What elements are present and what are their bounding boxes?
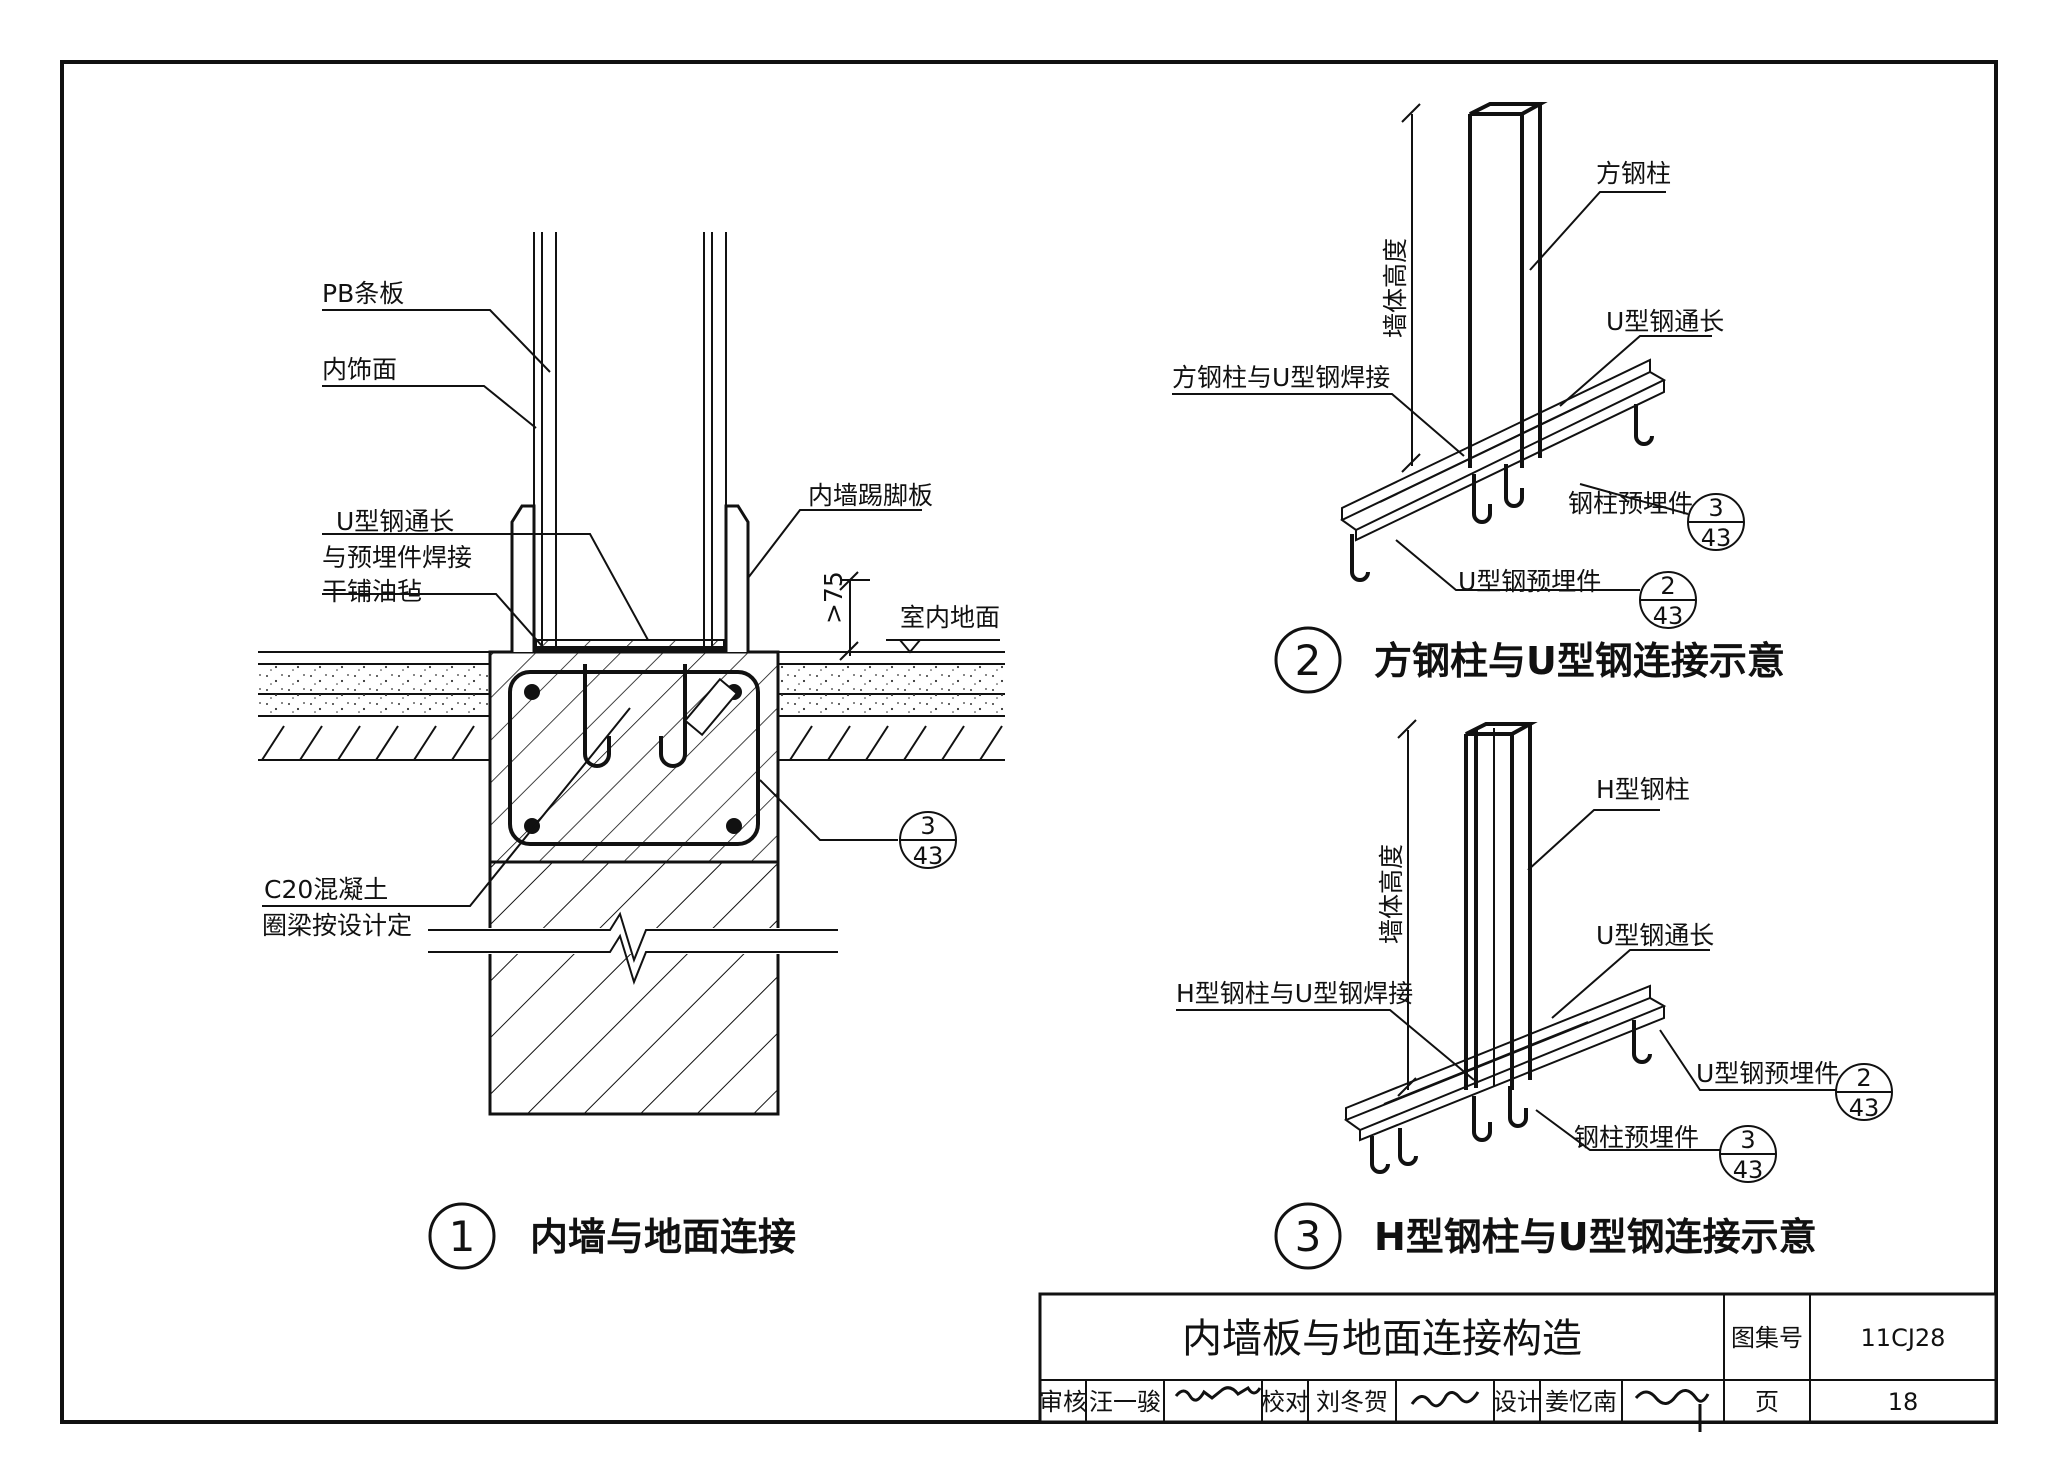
drawing-title: 内墙板与地面连接构造 (1182, 1316, 1582, 1362)
label-c20-concrete: C20混凝土 (264, 875, 388, 904)
svg-text:3: 3 (1740, 1126, 1755, 1154)
page-number: 18 (1888, 1388, 1919, 1416)
svg-text:3: 3 (920, 812, 935, 840)
embed-hook (1472, 1096, 1492, 1142)
rebar (726, 818, 742, 834)
svg-text:内墙与地面连接: 内墙与地面连接 (530, 1215, 796, 1259)
label-u-embed-2: U型钢预埋件 (1458, 567, 1601, 596)
label-weld-3: H型钢柱与U型钢焊接 (1176, 979, 1413, 1008)
label-wall-height-2: 墙体高度 (1381, 238, 1410, 338)
svg-text:1: 1 (449, 1212, 476, 1261)
atlas-label: 图集号 (1731, 1324, 1803, 1352)
svg-text:2: 2 (1856, 1064, 1871, 1092)
detail-1-title: 1 内墙与地面连接 (428, 1202, 796, 1270)
review-label: 审核 (1039, 1388, 1087, 1416)
detail-2-leaders (1172, 191, 1712, 591)
dimension-75: >75 (819, 571, 848, 624)
break-line (428, 911, 838, 986)
designer-signature (1634, 1389, 1710, 1432)
floor-slab (258, 651, 1005, 717)
label-weld-embed: 与预埋件焊接 (322, 543, 472, 572)
earth-hatch (258, 725, 1005, 761)
label-pb-panel: PB条板 (322, 279, 404, 308)
label-dry-felt: 干铺油毡 (322, 577, 422, 606)
ref-bubble-d2-u: 2 43 (1639, 571, 1697, 630)
detail-1-leaders (262, 309, 922, 907)
label-u-embed-3: U型钢预埋件 (1696, 1059, 1839, 1088)
label-column-embed-3: 钢柱预埋件 (1574, 1123, 1699, 1152)
embed-hook (583, 664, 611, 768)
label-wall-height-3: 墙体高度 (1377, 844, 1406, 944)
svg-text:43: 43 (1733, 1156, 1764, 1184)
label-u-steel-full-2: U型钢通长 (1606, 307, 1724, 336)
detail-2-title: 2 方钢柱与U型钢连接示意 (1274, 626, 1785, 694)
ref-bubble-d2-column: 3 43 (1687, 493, 1745, 552)
svg-text:43: 43 (1701, 524, 1732, 552)
rebar (524, 684, 540, 700)
atlas-number: 11CJ28 (1861, 1324, 1946, 1352)
label-inner-finish: 内饰面 (322, 355, 397, 384)
checker-signature (1410, 1391, 1480, 1408)
ref-bubble-d3-column: 3 43 (1719, 1125, 1777, 1184)
detail-3-leaders (1176, 809, 1866, 1151)
svg-text:2: 2 (1295, 636, 1322, 685)
label-u-steel: U型钢通长 (336, 507, 454, 536)
design-label: 设计 (1493, 1388, 1541, 1416)
masonry-wall (488, 860, 780, 1116)
label-weld-2: 方钢柱与U型钢焊接 (1172, 363, 1390, 392)
baseboard-left (510, 504, 536, 652)
svg-text:方钢柱与U型钢连接示意: 方钢柱与U型钢连接示意 (1374, 639, 1785, 683)
svg-text:H型钢柱与U型钢连接示意: H型钢柱与U型钢连接示意 (1374, 1215, 1817, 1259)
svg-text:43: 43 (1849, 1094, 1880, 1122)
square-steel-column (1468, 102, 1548, 468)
embed-hook (659, 664, 687, 768)
checker-name: 刘冬贺 (1316, 1388, 1388, 1416)
sheet-border (60, 60, 1998, 1424)
embed-hook (1632, 1020, 1652, 1064)
svg-text:43: 43 (913, 842, 944, 870)
label-ring-beam: 圈梁按设计定 (262, 911, 412, 940)
label-column-embed-2: 钢柱预埋件 (1568, 489, 1693, 518)
svg-text:43: 43 (1653, 602, 1684, 630)
detail-2-iso: 墙体高度 方钢柱 U型钢通长 方钢柱与U型钢焊接 钢柱预埋件 U型钢预埋件 3 … (1172, 102, 1785, 694)
svg-text:3: 3 (1708, 494, 1723, 522)
detail-3-iso: 墙体高度 H型钢柱 U型钢通长 H型钢柱与U型钢焊接 U型钢预埋件 钢柱预埋件 … (1176, 719, 1893, 1270)
reviewer-signature (1174, 1385, 1262, 1402)
rebar (524, 818, 540, 834)
page-label: 页 (1755, 1388, 1779, 1416)
label-indoor-floor: 室内地面 (900, 603, 1000, 632)
detail-3-title: 3 H型钢柱与U型钢连接示意 (1274, 1202, 1817, 1270)
embed-hook (1508, 1086, 1528, 1128)
embed-hook (1472, 474, 1492, 524)
svg-text:2: 2 (1660, 572, 1675, 600)
label-u-steel-full-3: U型钢通长 (1596, 921, 1714, 950)
ref-bubble-d1: 3 43 (899, 811, 957, 870)
embed-hook (1504, 464, 1524, 508)
svg-text:3: 3 (1295, 1212, 1322, 1261)
title-block: 内墙板与地面连接构造 图集号 11CJ28 审核 汪一骏 校对 刘冬贺 设计 姜… (1038, 1292, 1998, 1432)
baseboard-right (724, 504, 750, 652)
pb-panel (533, 232, 727, 648)
ref-bubble-d3-u: 2 43 (1835, 1063, 1893, 1122)
check-label: 校对 (1261, 1388, 1309, 1416)
embed-hook (1634, 404, 1654, 446)
label-h-column: H型钢柱 (1596, 775, 1690, 804)
reviewer-name: 汪一骏 (1089, 1388, 1161, 1416)
label-baseboard: 内墙踢脚板 (808, 481, 933, 510)
beam-stirrup (508, 670, 760, 846)
u-steel-channel-2 (1340, 358, 1667, 542)
detail-1-section: PB条板 内饰面 U型钢通长 与预埋件焊接 干铺油毡 内墙踢脚板 >75 室内地… (258, 232, 1005, 1270)
designer-name: 姜忆南 (1545, 1388, 1617, 1416)
embed-hook (1398, 1128, 1418, 1166)
embed-hook (1370, 1136, 1390, 1174)
embed-hook (1350, 534, 1370, 582)
h-steel-column (1464, 722, 1538, 1090)
u-steel-channel-3 (1343, 984, 1667, 1142)
label-square-column: 方钢柱 (1596, 159, 1671, 188)
